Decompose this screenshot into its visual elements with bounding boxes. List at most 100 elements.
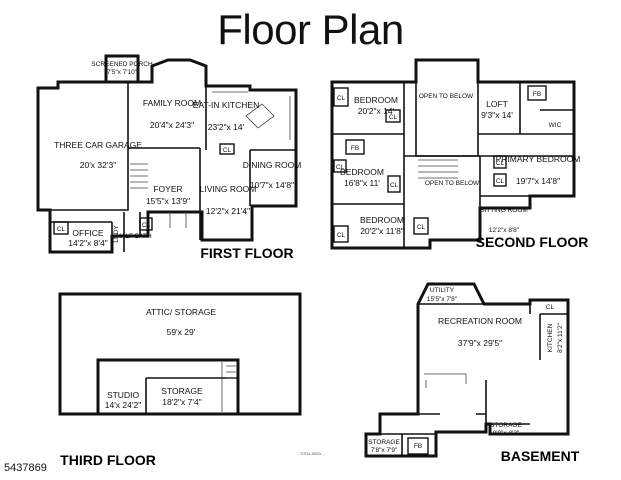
hall-closet-label: CL <box>142 222 151 229</box>
room-primary-dim: 19'7"x 14'8" <box>516 176 560 186</box>
room-dining-name: DINING ROOM <box>243 160 302 170</box>
room-kitchen-dim: 23'2"x 14' <box>208 122 245 132</box>
room-storage3-name: STORAGE <box>161 386 203 396</box>
room-screened-porch-name: SCREENED PORCH <box>91 61 153 68</box>
second-floor-label: SECOND FLOOR <box>476 234 589 250</box>
room-recreation-name: RECREATION ROOM <box>438 316 522 326</box>
room-bedroom2-dim: 16'8"x 11' <box>344 178 380 188</box>
room-family-name: FAMILY ROOM <box>143 98 201 108</box>
room-sitting-name: SITTING ROOM <box>480 207 528 214</box>
room-garage-dim: 20'x 32'3" <box>80 160 117 170</box>
room-garage-name: THREE CAR GARAGE <box>54 140 142 150</box>
room-loft-dim: 9'3"x 14' <box>481 110 513 120</box>
third-floor-stairs <box>221 362 236 412</box>
room-utility-name: UTILITY <box>430 287 455 294</box>
room-bedroom1-name: BEDROOM <box>354 95 398 105</box>
mls-number: 5437869 <box>4 462 47 474</box>
office-bath-walls <box>50 212 141 252</box>
bedroom3-closet <box>333 225 349 243</box>
room-storage-b1-name: STORAGE <box>368 439 400 446</box>
room-attic-name: ATTIC/ STORAGE <box>146 307 216 317</box>
room-foyer-dim: 15'5"x 13'9" <box>146 196 190 206</box>
bedroom1-closet-2-label: CL <box>389 114 398 121</box>
third-floor-label: THIRD FLOOR <box>60 452 156 468</box>
primary-closet-2 <box>493 173 507 187</box>
room-kitchen-name: EAT-IN KITCHEN <box>193 100 259 110</box>
first-floor-outline <box>36 58 298 254</box>
bedroom1-closet <box>333 87 349 107</box>
room-sitting-dim: 12'2"x 8'8" <box>489 227 520 234</box>
basement-bath-label: FB <box>414 443 422 450</box>
bedroom3-closet-2 <box>413 217 429 235</box>
kitchen-island <box>245 103 275 129</box>
open-below-2-line1: OPEN TO BELOW <box>425 180 480 187</box>
kitchen-closet <box>219 143 235 155</box>
second-floor-bath-2 <box>527 85 547 101</box>
hall-closet <box>139 217 153 231</box>
page-title: Floor Plan <box>217 6 404 53</box>
primary-closet-2-label: CL <box>496 178 505 185</box>
basement-stairs <box>424 373 467 388</box>
entry-doors <box>169 212 187 228</box>
first-floor-label: FIRST FLOOR <box>200 245 293 261</box>
first-floor-plan <box>36 54 298 254</box>
second-floor-bath-2-label: FB <box>533 91 541 98</box>
first-floor-stairs <box>130 163 148 189</box>
office-closet <box>53 221 69 235</box>
basement-label: BASEMENT <box>501 448 580 464</box>
primary-closet <box>493 155 507 169</box>
room-kitchen-b-dim: 8'2"x 11'2" <box>557 322 564 352</box>
bedroom1-closet-2 <box>385 109 401 123</box>
room-living-dim: 12'2"x 21'4" <box>206 206 250 216</box>
bedroom3-closet-2-label: CL <box>417 224 426 231</box>
basement-plan <box>364 282 570 458</box>
room-living-name: LIVING ROOM <box>200 184 257 194</box>
studio-storage-outline <box>96 358 240 416</box>
room-half-bath-name: HALF BATH <box>116 233 152 240</box>
primary-closet-label: CL <box>496 160 505 167</box>
room-lndy-name: LNDY <box>113 225 120 243</box>
second-floor-plan <box>330 58 576 250</box>
room-primary-name: PRIMARY BEDROOM <box>496 154 581 164</box>
room-bedroom2-name: BEDROOM <box>340 167 384 177</box>
room-bedroom1-dim: 20'2"x 14' <box>358 106 395 116</box>
bedroom1-closet-label: CL <box>337 95 346 102</box>
bedroom2-closet-2 <box>387 175 401 193</box>
room-storage-b2-name: STORAGE <box>490 422 522 429</box>
storage-walls <box>145 377 238 414</box>
room-foyer-name: FOYER <box>153 184 182 194</box>
second-floor-bath-1 <box>345 139 365 155</box>
room-storage-b1-dim: 7'8"x 7'9" <box>371 447 398 454</box>
room-loft-name: LOFT <box>486 99 508 109</box>
basement-outline <box>364 282 570 458</box>
room-utility-dim: 15'5"x 7'8" <box>427 296 458 303</box>
room-screened-porch-dim: 7'5"x 7'10" <box>107 69 138 76</box>
room-attic-dim: 59'x 29' <box>167 327 196 337</box>
bedroom3-closet-label: CL <box>337 232 346 239</box>
room-studio-dim: 14'x 24'2" <box>105 400 142 410</box>
second-floor-stairs <box>418 159 458 179</box>
basement-bath <box>407 437 429 455</box>
second-floor-interior-walls <box>332 82 574 248</box>
room-office-name: OFFICE <box>72 228 103 238</box>
basement-interior-walls <box>366 303 568 456</box>
room-family-dim: 20'4"x 24'3" <box>150 120 194 130</box>
area-notes: TOTAL AREA: ... <box>300 452 326 456</box>
open-below-1-line1: OPEN TO BELOW <box>419 93 474 100</box>
room-storage3-dim: 18'2"x 7'4" <box>162 397 202 407</box>
room-storage-b2-dim: 9'9"x 8'3" <box>493 430 520 437</box>
garage-wall <box>38 82 129 211</box>
room-bedroom3-name: BEDROOM <box>360 215 404 225</box>
bedroom2-closet-2-label: CL <box>390 182 399 189</box>
office-closet-label: CL <box>57 226 66 233</box>
room-dining-dim: 10'7"x 14'8" <box>250 180 294 190</box>
room-recreation-dim: 37'9"x 29'5" <box>458 338 502 348</box>
room-studio-name: STUDIO <box>107 390 140 400</box>
basement-closet-label: CL <box>546 304 555 311</box>
room-kitchen-b-name: KITCHEN <box>547 323 554 352</box>
bedroom2-closet-label: CL <box>336 164 345 171</box>
second-floor-bath-1-label: FB <box>351 145 359 152</box>
bedroom2-closet <box>333 159 347 173</box>
room-wic-name: WIC <box>549 122 562 129</box>
